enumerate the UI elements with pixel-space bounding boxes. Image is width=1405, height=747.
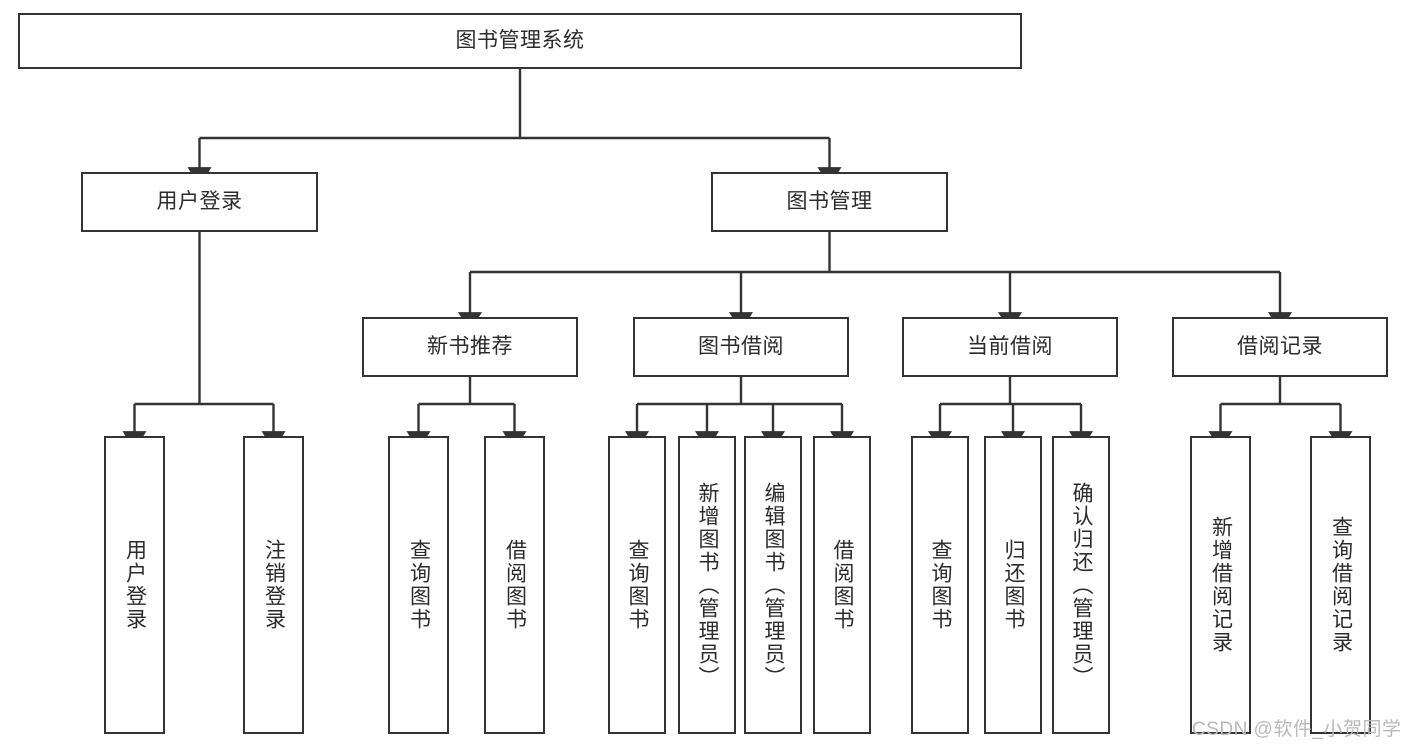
node-leaf-rec-borrow[interactable]: 借阅图书 xyxy=(484,436,545,734)
node-leaf-cb-confirm[interactable]: 确认归还（管理员） xyxy=(1052,436,1110,734)
node-leaf-cb-return[interactable]: 归还图书 xyxy=(984,436,1042,734)
node-label: 借阅记录 xyxy=(1237,334,1323,358)
node-root[interactable]: 图书管理系统 xyxy=(18,13,1022,69)
node-leaf-br-query[interactable]: 查询借阅记录 xyxy=(1310,436,1371,734)
node-label: 借阅图书 xyxy=(503,539,527,631)
node-label: 新增借阅记录 xyxy=(1209,516,1233,654)
node-leaf-bb-edit[interactable]: 编辑图书（管理员） xyxy=(744,436,802,734)
node-label: 借阅图书 xyxy=(831,539,855,631)
node-label: 查询图书 xyxy=(626,539,650,631)
node-label: 新增图书（管理员） xyxy=(696,481,720,689)
node-leaf-user-logout[interactable]: 注销登录 xyxy=(243,436,304,734)
node-label: 用户登录 xyxy=(123,539,147,631)
node-leaf-br-add[interactable]: 新增借阅记录 xyxy=(1190,436,1251,734)
node-label: 归还图书 xyxy=(1002,539,1026,631)
node-label: 用户登录 xyxy=(156,189,243,213)
node-label: 查询借阅记录 xyxy=(1329,516,1353,654)
edge-group xyxy=(122,69,1353,451)
node-label: 新书推荐 xyxy=(427,334,513,358)
node-label: 确认归还（管理员） xyxy=(1070,481,1094,689)
node-label: 编辑图书（管理员） xyxy=(762,481,786,689)
node-current-borrow[interactable]: 当前借阅 xyxy=(902,317,1118,377)
node-book-manage[interactable]: 图书管理 xyxy=(711,172,948,232)
node-book-borrow[interactable]: 图书借阅 xyxy=(633,317,849,377)
node-borrow-record[interactable]: 借阅记录 xyxy=(1172,317,1388,377)
node-label: 当前借阅 xyxy=(967,334,1053,358)
node-leaf-bb-query[interactable]: 查询图书 xyxy=(608,436,666,734)
node-leaf-cb-query[interactable]: 查询图书 xyxy=(911,436,969,734)
node-label: 图书管理 xyxy=(786,189,873,213)
node-leaf-rec-query[interactable]: 查询图书 xyxy=(388,436,449,734)
node-label: 注销登录 xyxy=(262,539,286,631)
node-label: 查询图书 xyxy=(407,539,431,631)
node-user-login[interactable]: 用户登录 xyxy=(81,172,318,232)
node-leaf-user-login[interactable]: 用户登录 xyxy=(104,436,165,734)
node-new-book-rec[interactable]: 新书推荐 xyxy=(362,317,578,377)
node-leaf-bb-add[interactable]: 新增图书（管理员） xyxy=(678,436,736,734)
node-leaf-bb-borrow[interactable]: 借阅图书 xyxy=(813,436,871,734)
node-label: 图书借阅 xyxy=(698,334,784,358)
node-label: 图书管理系统 xyxy=(455,28,585,52)
node-label: 查询图书 xyxy=(929,539,953,631)
